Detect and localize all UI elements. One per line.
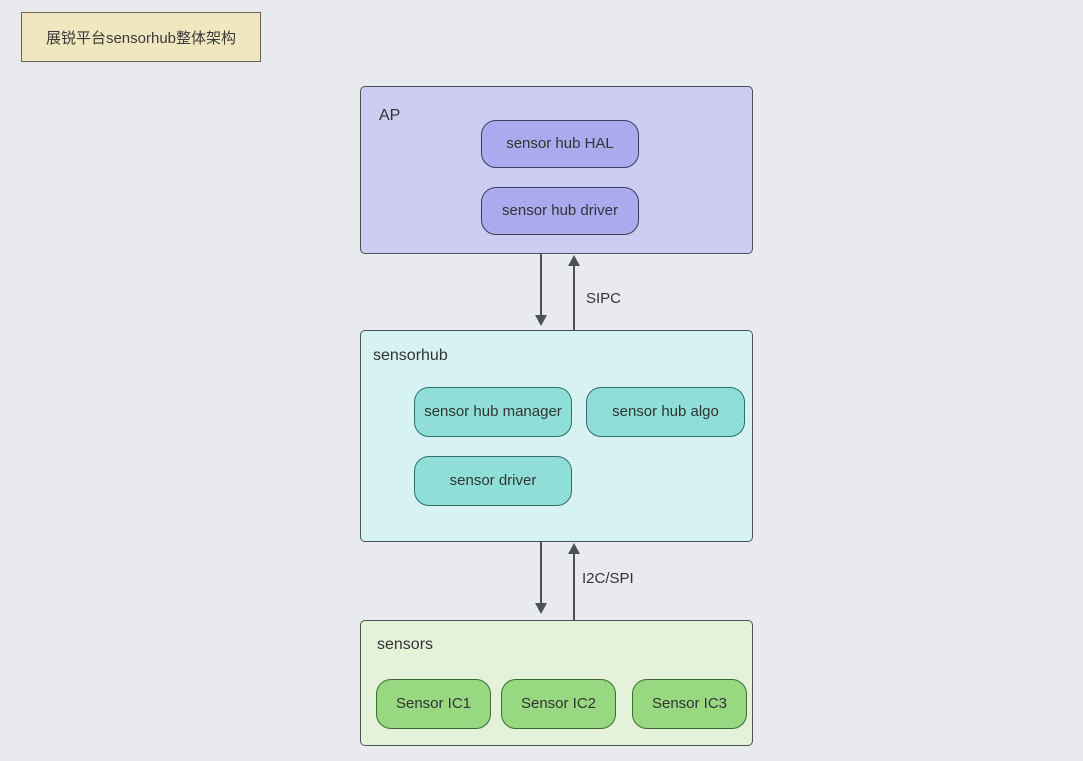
connector-up-line (573, 265, 575, 330)
node-sensor-hub-manager[interactable]: sensor hub manager (414, 387, 572, 437)
layer-sensors: sensors Sensor IC1 Sensor IC2 Sensor IC3 (360, 620, 753, 746)
node-sensor-hub-driver[interactable]: sensor hub driver (481, 187, 639, 235)
connector-up-arrowhead (567, 255, 580, 266)
node-sensor-driver[interactable]: sensor driver (414, 456, 572, 506)
connector-down-line (540, 542, 542, 604)
layer-sensorhub: sensorhub sensor hub manager sensor hub … (360, 330, 753, 542)
node-sensor-hub-algo[interactable]: sensor hub algo (586, 387, 745, 437)
layer-ap: AP sensor hub HAL sensor hub driver (360, 86, 753, 254)
layer-ap-label: AP (379, 107, 401, 124)
connector-label-sipc: SIPC (586, 290, 622, 307)
node-sensor-ic2[interactable]: Sensor IC2 (501, 679, 616, 729)
connector-down-line (540, 254, 542, 316)
layer-sensors-label: sensors (377, 636, 434, 653)
layer-sensorhub-label: sensorhub (373, 347, 448, 364)
diagram-title-note: 展锐平台sensorhub整体架构 (21, 12, 261, 62)
connector-up-line (573, 553, 575, 620)
connector-down-arrowhead (534, 315, 547, 326)
connector-up-arrowhead (567, 543, 580, 554)
connector-down-arrowhead (534, 603, 547, 614)
node-sensor-hub-hal[interactable]: sensor hub HAL (481, 120, 639, 168)
node-sensor-ic3[interactable]: Sensor IC3 (632, 679, 747, 729)
node-sensor-ic1[interactable]: Sensor IC1 (376, 679, 491, 729)
connector-label-i2c-spi: I2C/SPI (582, 570, 634, 587)
